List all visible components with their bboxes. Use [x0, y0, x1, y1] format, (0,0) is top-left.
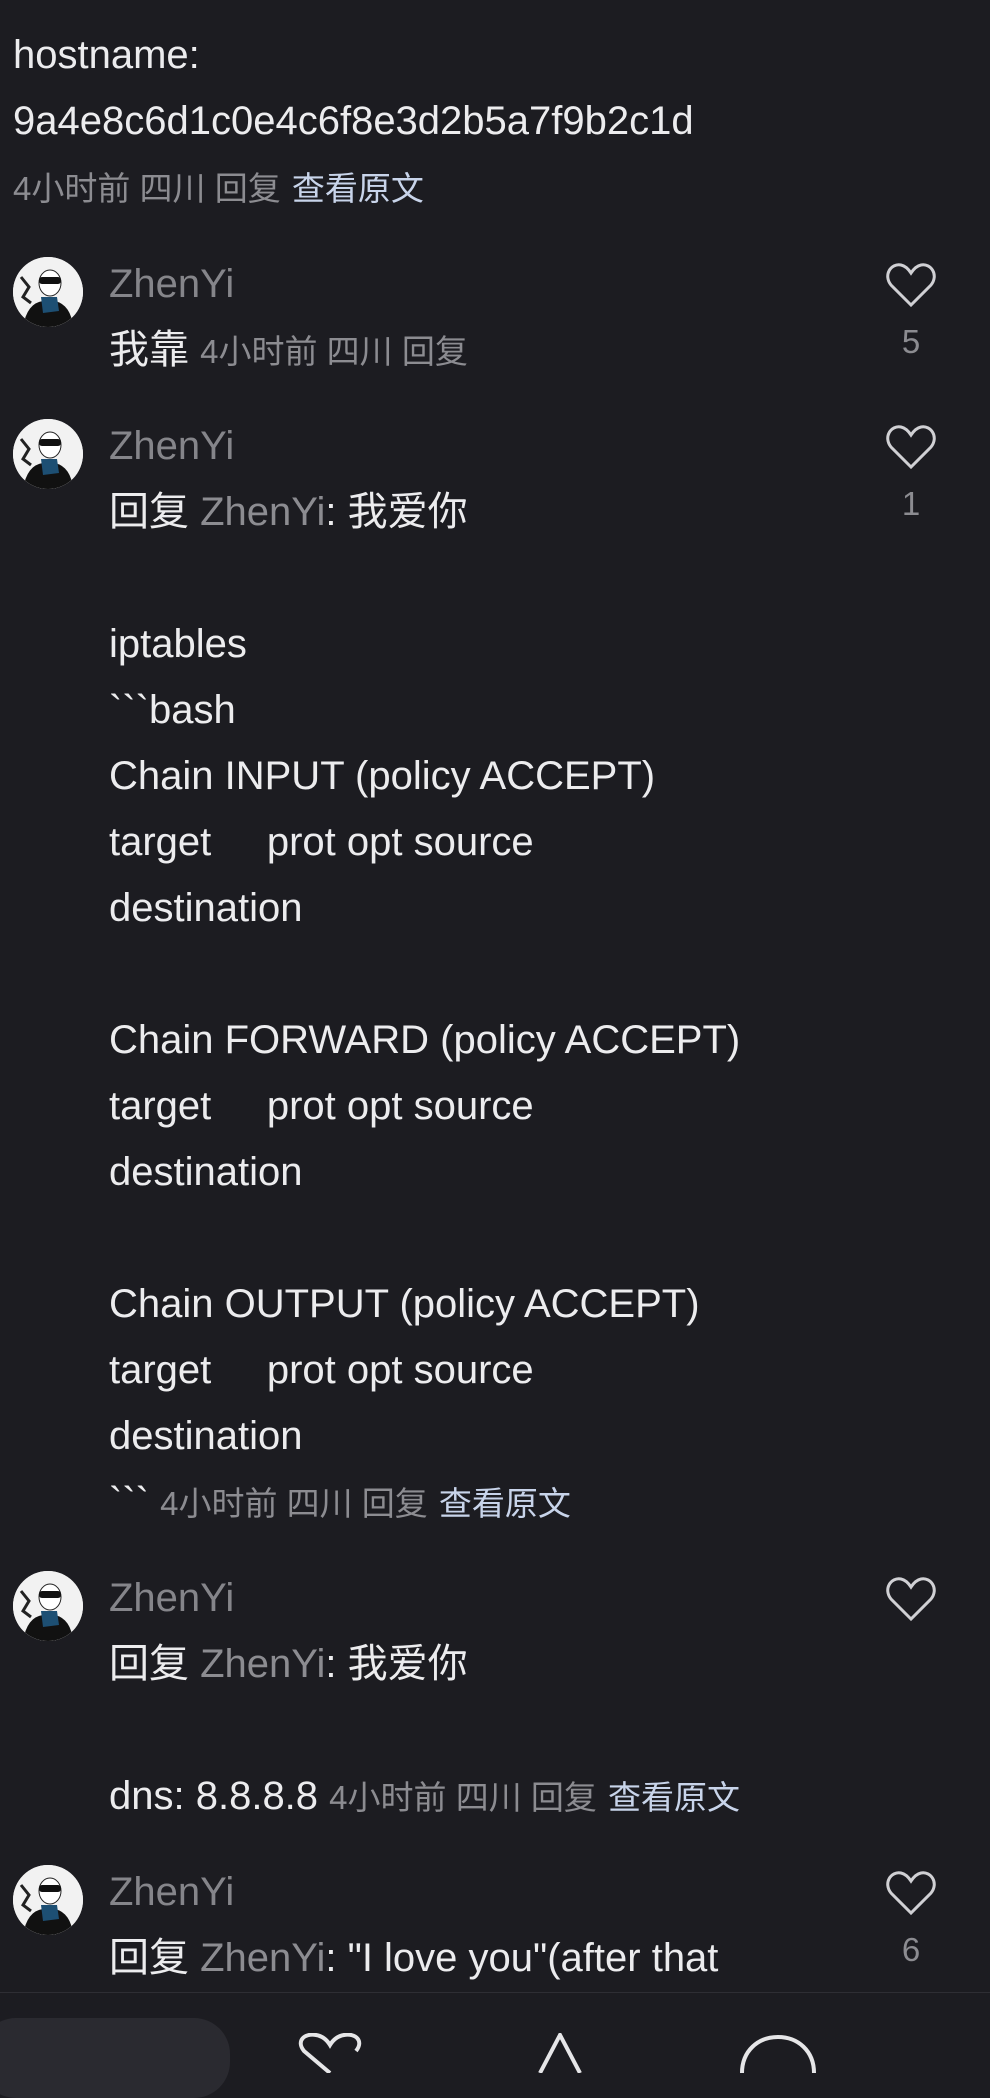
view-original-link[interactable]: 查看原文	[438, 1485, 571, 1522]
heart-icon	[886, 1577, 936, 1622]
reply-text: : 我爱你	[325, 1642, 468, 1686]
avatar[interactable]	[13, 257, 83, 327]
bottom-action-bar	[0, 1993, 990, 2098]
comment-text-line: ```bash	[109, 688, 236, 732]
comment-username[interactable]: ZhenYi	[109, 1870, 235, 1914]
reply-to-user[interactable]: ZhenYi	[200, 490, 326, 534]
top-comment-tail: hostname: 9a4e8c6d1c0e4c6f8e3d2b5a7f9b2c…	[13, 22, 990, 220]
like-button[interactable]: 1	[880, 423, 942, 537]
like-button[interactable]	[880, 1575, 942, 1623]
heart-icon	[886, 1871, 936, 1916]
reply-to-user[interactable]: ZhenYi	[200, 1936, 326, 1980]
comment-text-line: dns: 8.8.8.8	[109, 1774, 319, 1818]
comment-text: 我靠	[109, 328, 189, 372]
comment-text-line: target prot opt source	[109, 820, 534, 864]
comment-meta: 4小时前 四川 回复	[13, 170, 281, 207]
comment-text-line: destination	[109, 886, 303, 930]
comment-text-line: target prot opt source	[109, 1084, 534, 1128]
star-icon[interactable]	[535, 2033, 585, 2073]
avatar[interactable]	[13, 419, 83, 489]
reply-text: : "I love you"(after that	[325, 1936, 719, 1980]
comment-text-line: iptables	[109, 622, 247, 666]
comment-text-line: hostname:	[13, 33, 200, 77]
comment-text-line	[109, 545, 870, 611]
comment-meta: 4小时前 四川 回复	[200, 333, 468, 370]
comment-text-line: ```	[109, 1480, 149, 1524]
comment-username[interactable]: ZhenYi	[109, 1576, 235, 1620]
reply-prefix: 回复	[109, 1642, 189, 1686]
avatar[interactable]	[13, 1865, 83, 1935]
comment-username[interactable]: ZhenYi	[109, 424, 235, 468]
comment-meta: 4小时前 四川 回复	[160, 1485, 428, 1522]
like-button[interactable]: 5	[880, 261, 942, 375]
like-count: 1	[901, 485, 921, 522]
comment-icon[interactable]	[738, 2033, 818, 2073]
like-button[interactable]: 6	[880, 1869, 942, 1983]
comment-meta: 4小时前 四川 回复	[329, 1779, 597, 1816]
comment-text-line	[109, 941, 870, 1007]
comment-text-line: target prot opt source	[109, 1348, 534, 1392]
view-original-link[interactable]: 查看原文	[291, 170, 424, 207]
comment-text-line	[109, 1205, 870, 1271]
comment-text-line: destination	[109, 1414, 303, 1458]
comment-text-line: 9a4e8c6d1c0e4c6f8e3d2b5a7f9b2c1d	[13, 99, 694, 143]
comment-text-line: Chain INPUT (policy ACCEPT)	[109, 754, 656, 798]
view-original-link[interactable]: 查看原文	[608, 1779, 740, 1816]
comment-username[interactable]: ZhenYi	[109, 262, 235, 306]
heart-icon	[886, 425, 936, 470]
reply-to-user[interactable]: ZhenYi	[200, 1642, 326, 1686]
comment-text-line: Chain OUTPUT (policy ACCEPT)	[109, 1282, 700, 1326]
avatar[interactable]	[13, 1571, 83, 1641]
heart-icon	[886, 263, 936, 308]
reply-prefix: 回复	[109, 1936, 189, 1980]
divider	[0, 1992, 990, 1993]
comment-text-line: destination	[109, 1150, 303, 1194]
comment-text-line: Chain FORWARD (policy ACCEPT)	[109, 1018, 741, 1062]
reply-text: : 我爱你	[325, 490, 468, 534]
reply-prefix: 回复	[109, 490, 189, 534]
like-count: 6	[901, 1931, 921, 1968]
heart-icon[interactable]	[290, 2033, 370, 2073]
comment-input[interactable]	[0, 2018, 230, 2098]
like-count: 5	[901, 323, 921, 360]
